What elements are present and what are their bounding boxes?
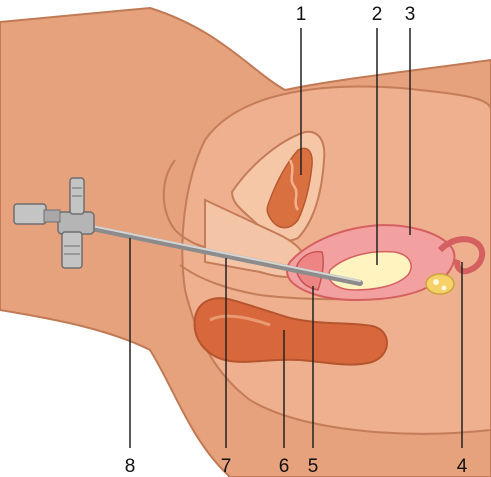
- label-6: 6: [279, 456, 290, 477]
- label-5: 5: [308, 456, 319, 477]
- label-3: 3: [405, 4, 416, 25]
- hysteroscope-eyepiece: [14, 204, 46, 224]
- ovary-follicle: [442, 286, 447, 291]
- label-2: 2: [372, 4, 383, 25]
- ovary: [426, 274, 454, 294]
- label-7: 7: [221, 456, 232, 477]
- hysteroscope-connector: [44, 210, 60, 222]
- label-1: 1: [296, 4, 307, 25]
- hysteroscope-port-bottom: [62, 232, 82, 268]
- label-4: 4: [457, 456, 468, 477]
- hysteroscope-handle: [58, 212, 94, 234]
- ovary-follicle: [433, 279, 439, 285]
- label-8: 8: [125, 456, 136, 477]
